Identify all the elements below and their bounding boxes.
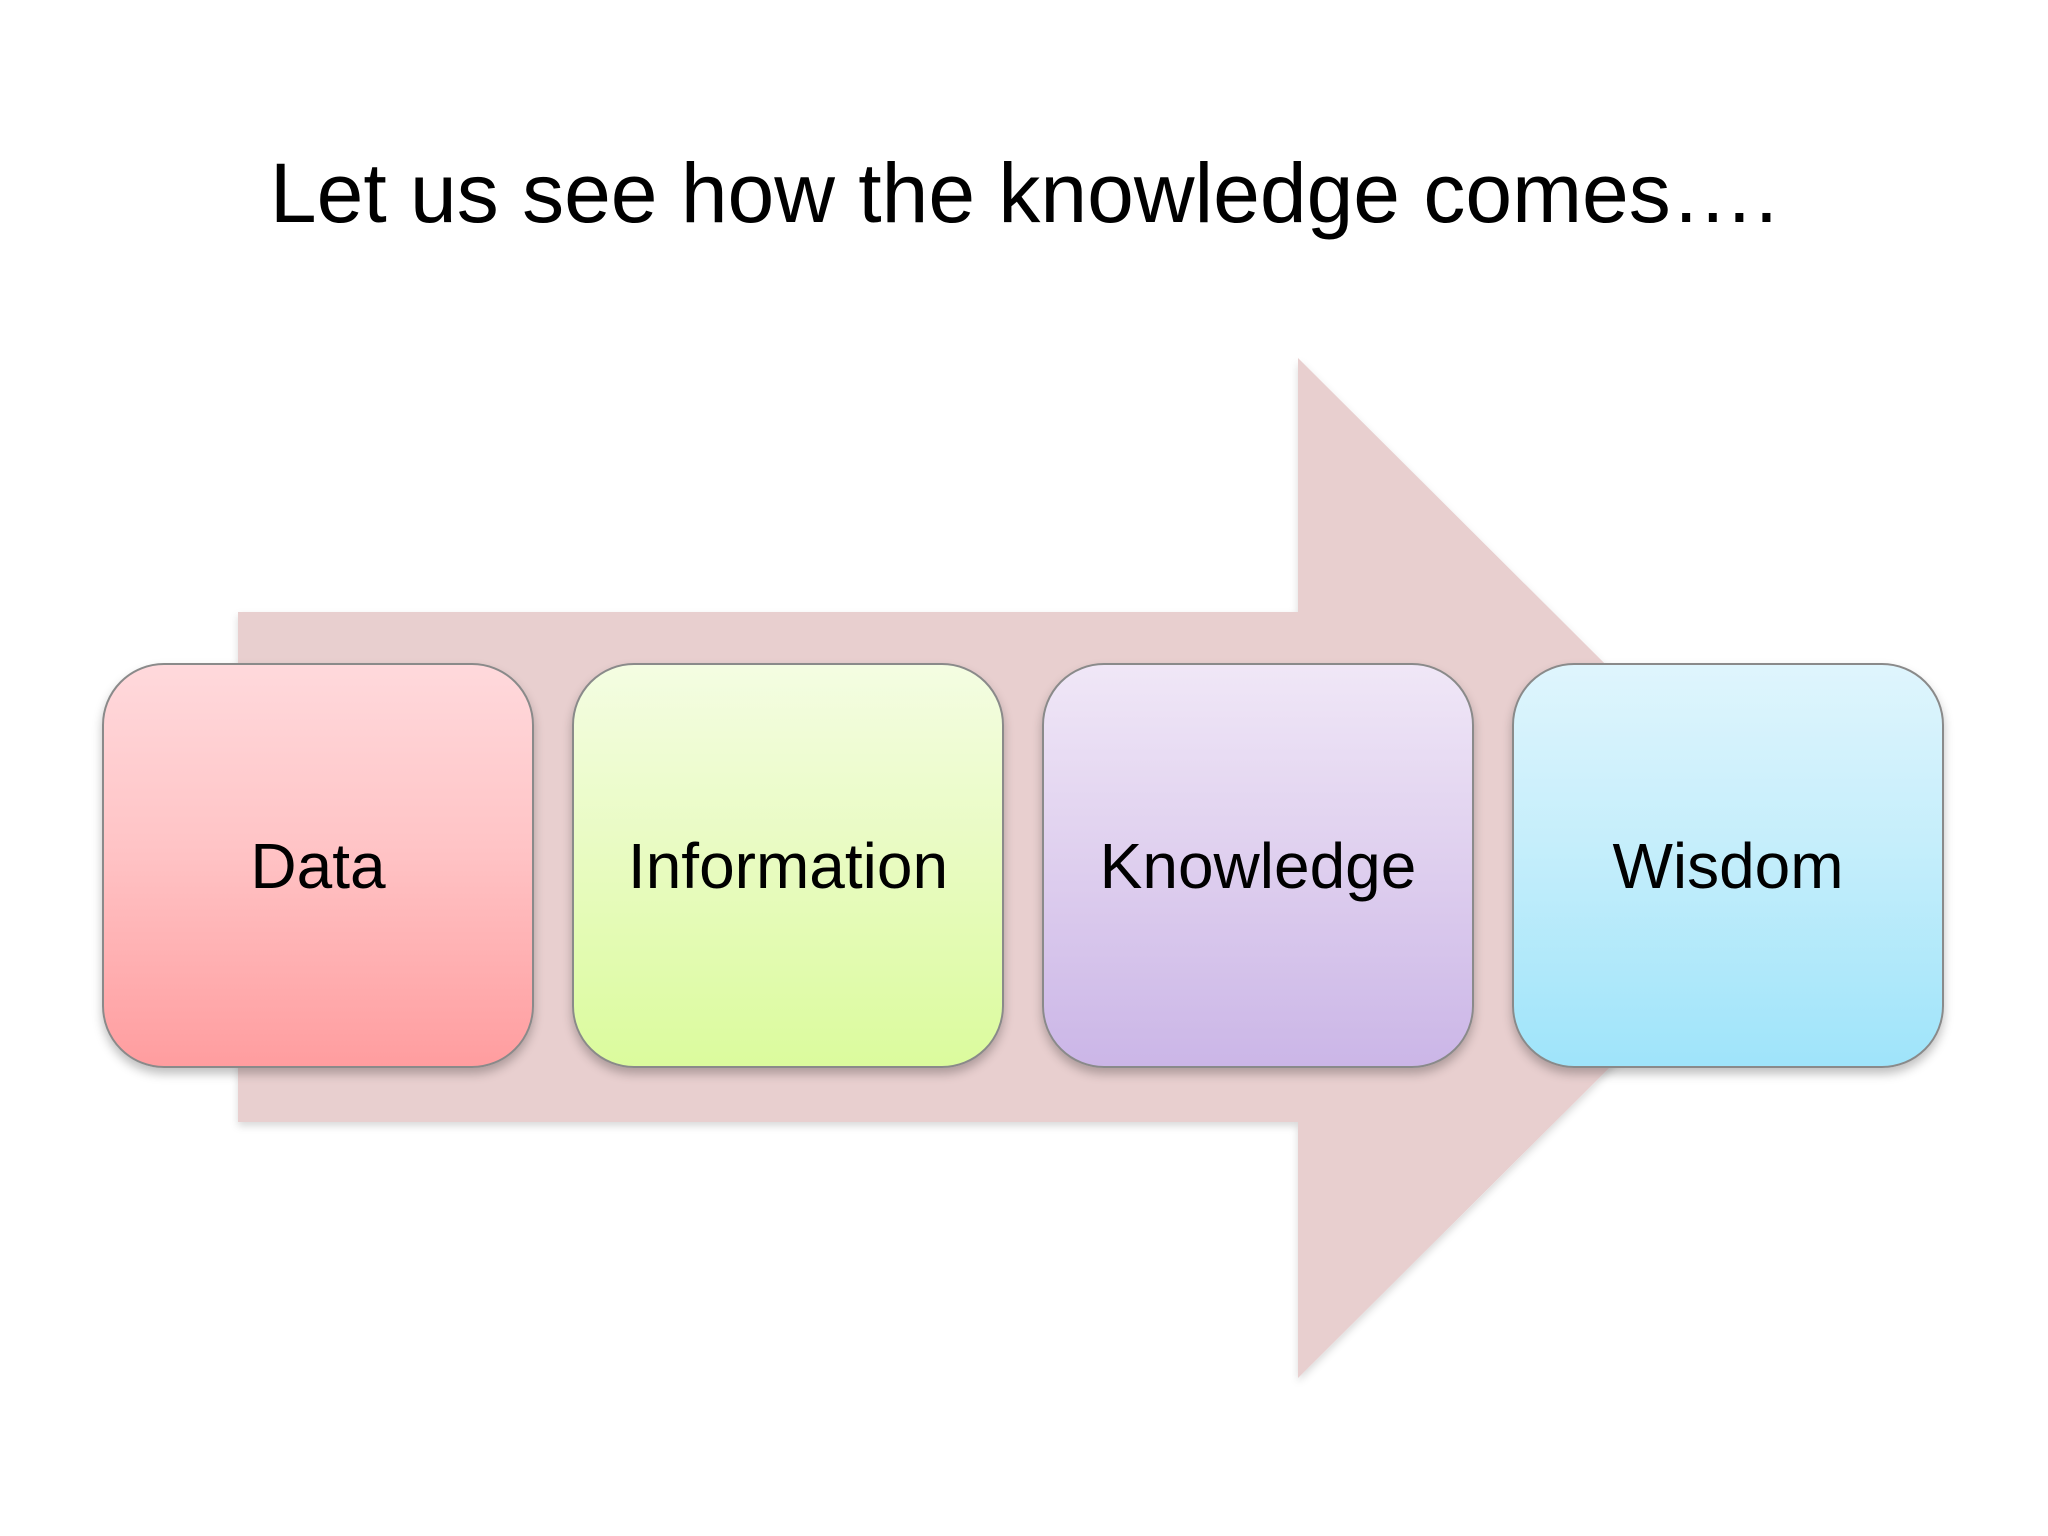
stage-knowledge: Knowledge [1042,663,1474,1068]
stage-information-label: Information [627,829,949,902]
slide-title: Let us see how the knowledge comes…. [269,146,1779,240]
arrow-shape [238,358,1810,1378]
stage-wisdom: Wisdom [1512,663,1944,1068]
stage-data: Data [102,663,534,1068]
stage-knowledge-label: Knowledge [1099,829,1417,902]
stage-wisdom-label: Wisdom [1612,829,1844,902]
stage-data-label: Data [250,829,386,902]
stage-information: Information [572,663,1004,1068]
